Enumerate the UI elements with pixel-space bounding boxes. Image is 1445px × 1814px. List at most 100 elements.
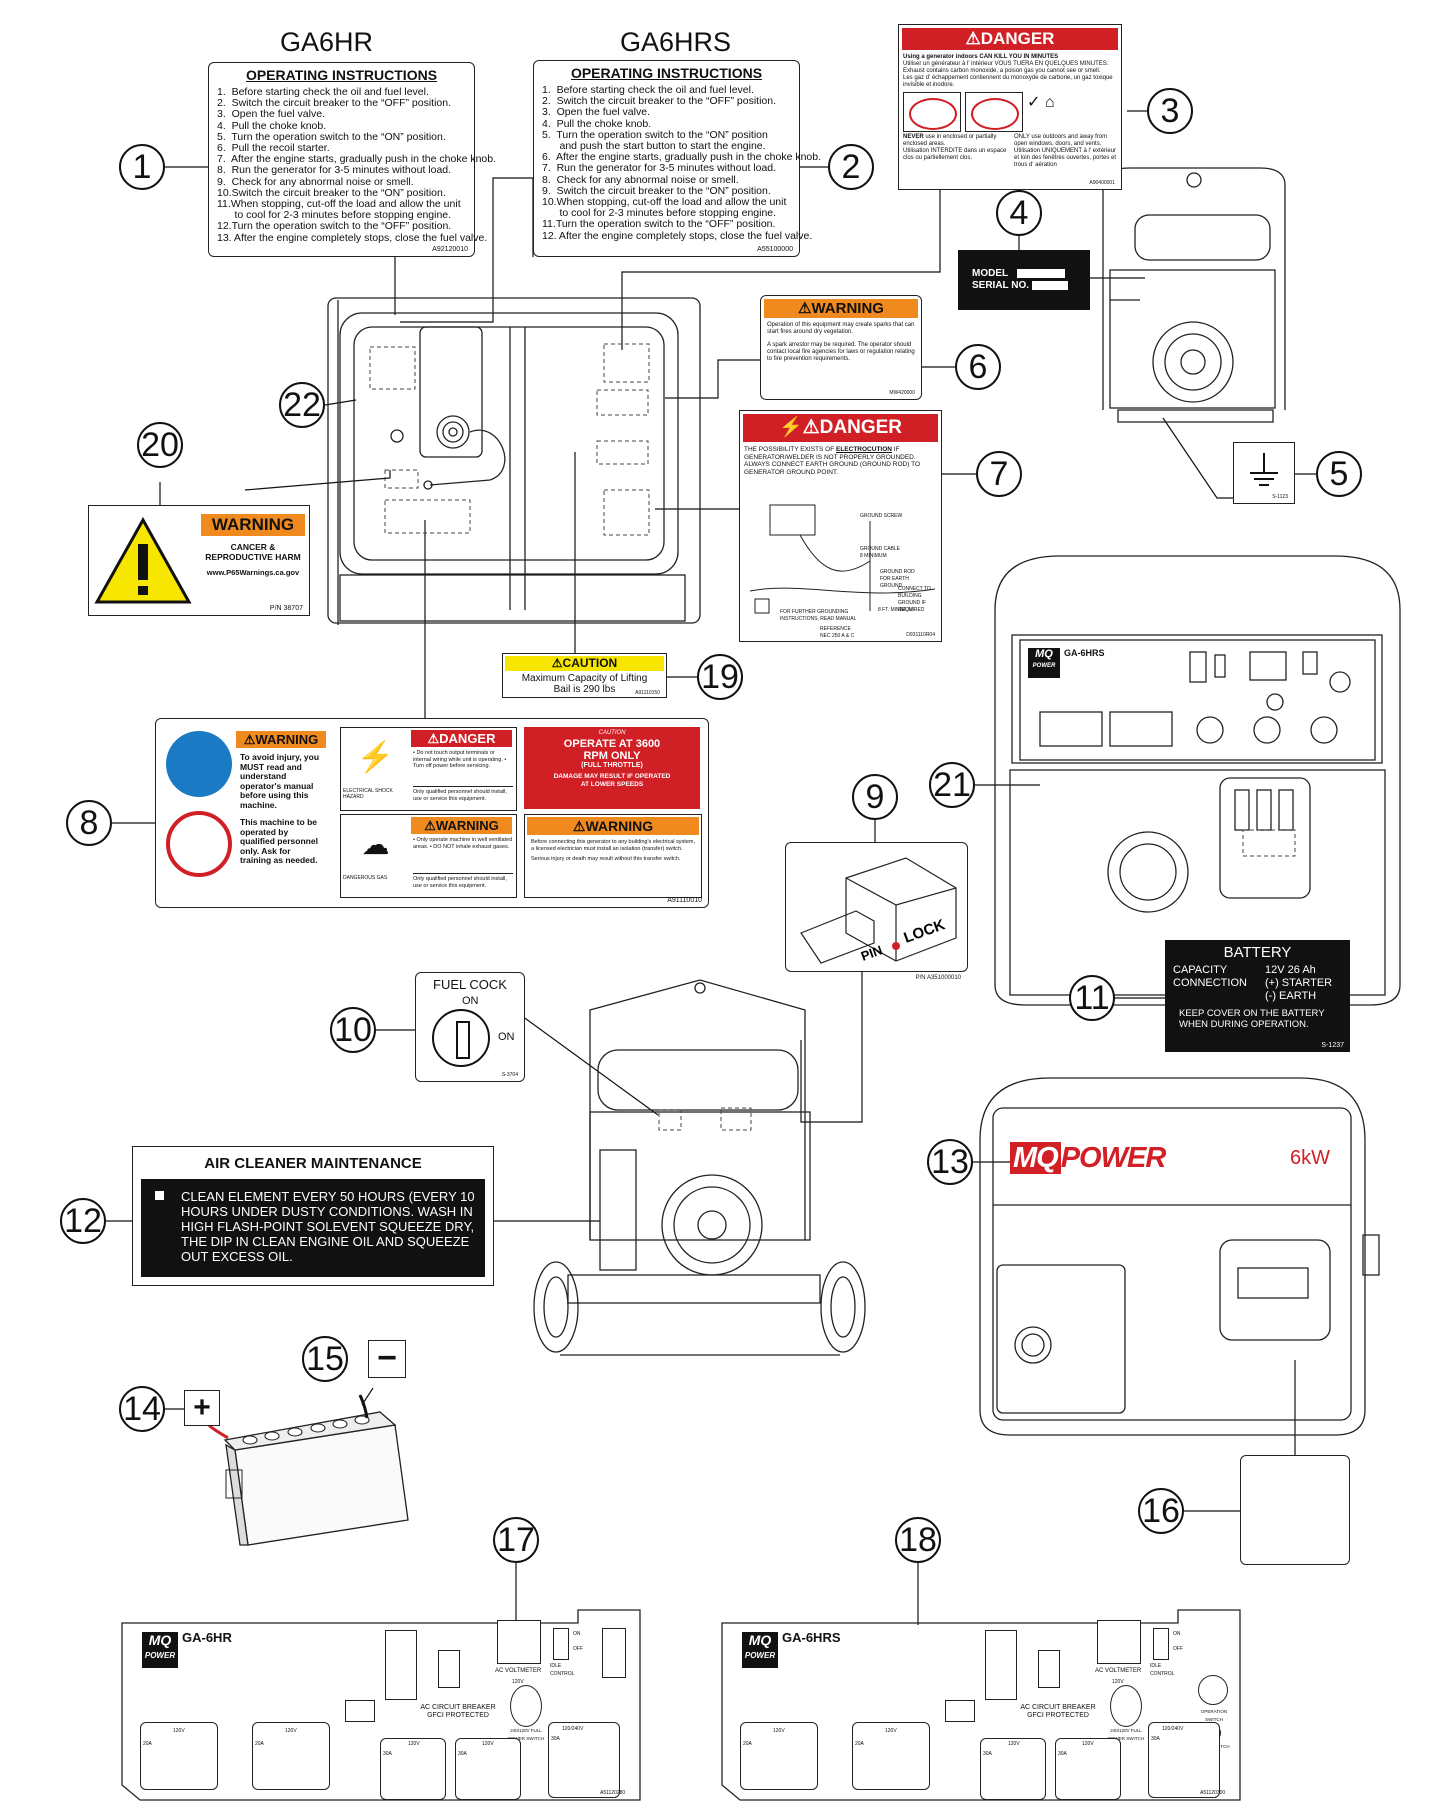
warning-spark-label: ⚠WARNING Operation of this equipment may… — [760, 295, 922, 400]
panel17-t1-volt: 120V — [408, 1741, 420, 1747]
label19-text: Maximum Capacity of Lifting Bail is 290 … — [521, 673, 648, 695]
operating-instructions-ga6hr: OPERATING INSTRUCTIONS 1. Before startin… — [208, 62, 496, 257]
label1-list: 1. Before starting check the oil and fue… — [209, 86, 496, 244]
label7-ref: REFERENCE NEC 250 A & C — [820, 626, 855, 639]
label8-c-text2: (FULL THROTTLE) — [581, 762, 643, 769]
label8-caution-panel: CAUTION OPERATE AT 3600 RPM ONLY (FULL T… — [524, 727, 700, 809]
label19-header: ⚠CAUTION — [505, 656, 664, 671]
panel18-operation-switch — [1198, 1675, 1228, 1705]
no-untrained-operator-icon — [166, 811, 232, 877]
panel17-twistlock-2 — [455, 1738, 521, 1800]
callout-22: 22 — [279, 382, 325, 428]
panel17-model: GA-6HR — [182, 1630, 232, 1645]
label1-item: 2. Switch the circuit breaker to the “OF… — [217, 97, 452, 110]
callout-2: 2 — [828, 144, 874, 190]
plus-icon: + — [193, 1391, 211, 1424]
label8-w2-caption: DANGEROUS GAS — [343, 875, 388, 881]
label8-d-text: • Do not touch output terminals or inter… — [413, 750, 507, 769]
panel18-o2-volt: 120V — [885, 1728, 897, 1734]
label6-header: ⚠WARNING — [764, 299, 918, 318]
label1-item: to cool for 2-3 minutes before stopping … — [217, 209, 452, 222]
panel18-t2-amp: 30A — [1058, 1751, 1067, 1757]
label4-model: MODEL — [972, 268, 1008, 279]
panel18-outlet-1 — [740, 1722, 818, 1790]
model-title-ga6hrs: GA6HRS — [620, 27, 732, 57]
panel17-pn: A51120280 — [600, 1790, 626, 1796]
positive-terminal-label: + — [184, 1390, 220, 1426]
panel18-switch — [1038, 1650, 1060, 1688]
panel18-gfci-button — [945, 1700, 975, 1722]
panel18-o1-volt: 120V — [773, 1728, 785, 1734]
panel17-gfci-button — [345, 1700, 375, 1722]
label2-item: 6. After the engine starts, gradually pu… — [542, 151, 822, 164]
label12-title: AIR CLEANER MAINTENANCE — [204, 1155, 422, 1172]
label1-item: 8. Run the generator for 3-5 minutes wit… — [217, 164, 452, 177]
callout-18: 18 — [895, 1517, 941, 1563]
exhaust-gas-icon: ☁ — [361, 829, 390, 860]
pin-lock-label: LOCK PIN P/N A351000010 — [785, 842, 968, 981]
operating-instructions-ga6hrs: OPERATING INSTRUCTIONS 1. Before startin… — [533, 60, 822, 257]
panel17-outlet-2 — [252, 1722, 330, 1790]
label11-val1: 12V 26 Ah — [1265, 964, 1316, 976]
callout-13: 13 — [927, 1139, 973, 1185]
label7-ground-rod: GROUND ROD FOR EARTH GROUND — [880, 569, 915, 589]
panel17-fp-120: 120V — [512, 1679, 524, 1685]
panel17-twistlock-240 — [548, 1722, 620, 1798]
label8-c-text3: DAMAGE MAY RESULT IF OPERATED AT LOWER S… — [553, 773, 671, 788]
callout-20: 20 — [137, 422, 183, 468]
label6-p1: Operation of this equipment may create s… — [767, 322, 915, 335]
panel18-idle-label: IDLE CONTROL — [1150, 1663, 1175, 1677]
panel21-model: GA-6HRS — [1064, 648, 1105, 658]
callout-5: 5 — [1316, 451, 1362, 497]
label7-manual: FOR FURTHER GROUNDING INSTRUCTIONS, READ… — [780, 609, 857, 622]
label2-item: 8. Check for any abnormal noise or smell… — [542, 173, 739, 186]
label2-item: and push the start button to start the e… — [542, 140, 766, 153]
label2-item: 1. Before starting check the oil and fue… — [542, 84, 754, 96]
panel17-t2-volt: 120V — [482, 1741, 494, 1747]
label1-title: OPERATING INSTRUCTIONS — [245, 67, 438, 83]
lock-text: PIN — [859, 942, 884, 964]
label8-c-title: CAUTION — [598, 730, 626, 736]
label7-ft: 8 FT. MINIMUM — [878, 607, 913, 613]
label8-danger-panel: ⚡ ⚠DANGER • Do not touch output terminal… — [340, 727, 517, 811]
read-manual-icon — [166, 731, 232, 797]
label8-w1-text1: To avoid injury, you MUST read and under… — [240, 752, 320, 810]
callout-3: 3 — [1147, 88, 1193, 134]
callout-7: 7 — [976, 451, 1022, 497]
label11-cap: CAPACITY — [1173, 964, 1228, 976]
label7-ground-screw: GROUND SCREW — [860, 513, 903, 519]
label3-header: ⚠DANGER — [902, 28, 1118, 50]
panel18-twistlock-2 — [1055, 1738, 1121, 1800]
panel18-off: OFF — [1173, 1646, 1183, 1652]
label7-pn: D931110R04 — [906, 632, 935, 638]
panel17-o1-volt: 120V — [173, 1728, 185, 1734]
label10-title: FUEL COCK — [433, 977, 507, 992]
label2-item: 3. Open the fuel valve. — [542, 106, 650, 119]
label11-val3: (-) EARTH — [1265, 990, 1317, 1002]
callout-6: 6 — [955, 344, 1001, 390]
caution-lifting-bail-label: ⚠CAUTION Maximum Capacity of Lifting Bai… — [502, 653, 667, 698]
callout-9: 9 — [852, 774, 898, 820]
label9-pn: P/N A351000010 — [915, 975, 961, 981]
label1-item: 9. Check for any abnormal noise or smell… — [217, 175, 414, 188]
garage-icon-enclosed — [965, 92, 1023, 132]
label20-pn: P/N 38707 — [269, 605, 303, 612]
label2-pn: A55100000 — [757, 246, 793, 253]
panel18-twistlock-1 — [980, 1738, 1046, 1800]
label2-item: 10.When stopping, cut-off the load and a… — [542, 196, 787, 209]
label20-url: www.P65Warnings.ca.gov — [206, 568, 300, 577]
panel17-full-power-switch — [510, 1685, 542, 1727]
panel18-o1-amp: 20A — [743, 1741, 752, 1747]
danger-electrocution-label: ⚡⚠DANGER THE POSSIBILITY EXISTS OF ELECT… — [739, 410, 942, 642]
minus-icon: − — [377, 1339, 397, 1377]
label1-item: 3. Open the fuel valve. — [217, 108, 325, 121]
callout-10: 10 — [330, 1007, 376, 1053]
callout-19: 19 — [697, 654, 743, 700]
label3-pn: A90400001 — [1089, 180, 1115, 186]
label1-item: 1. Before starting check the oil and fue… — [217, 86, 429, 98]
